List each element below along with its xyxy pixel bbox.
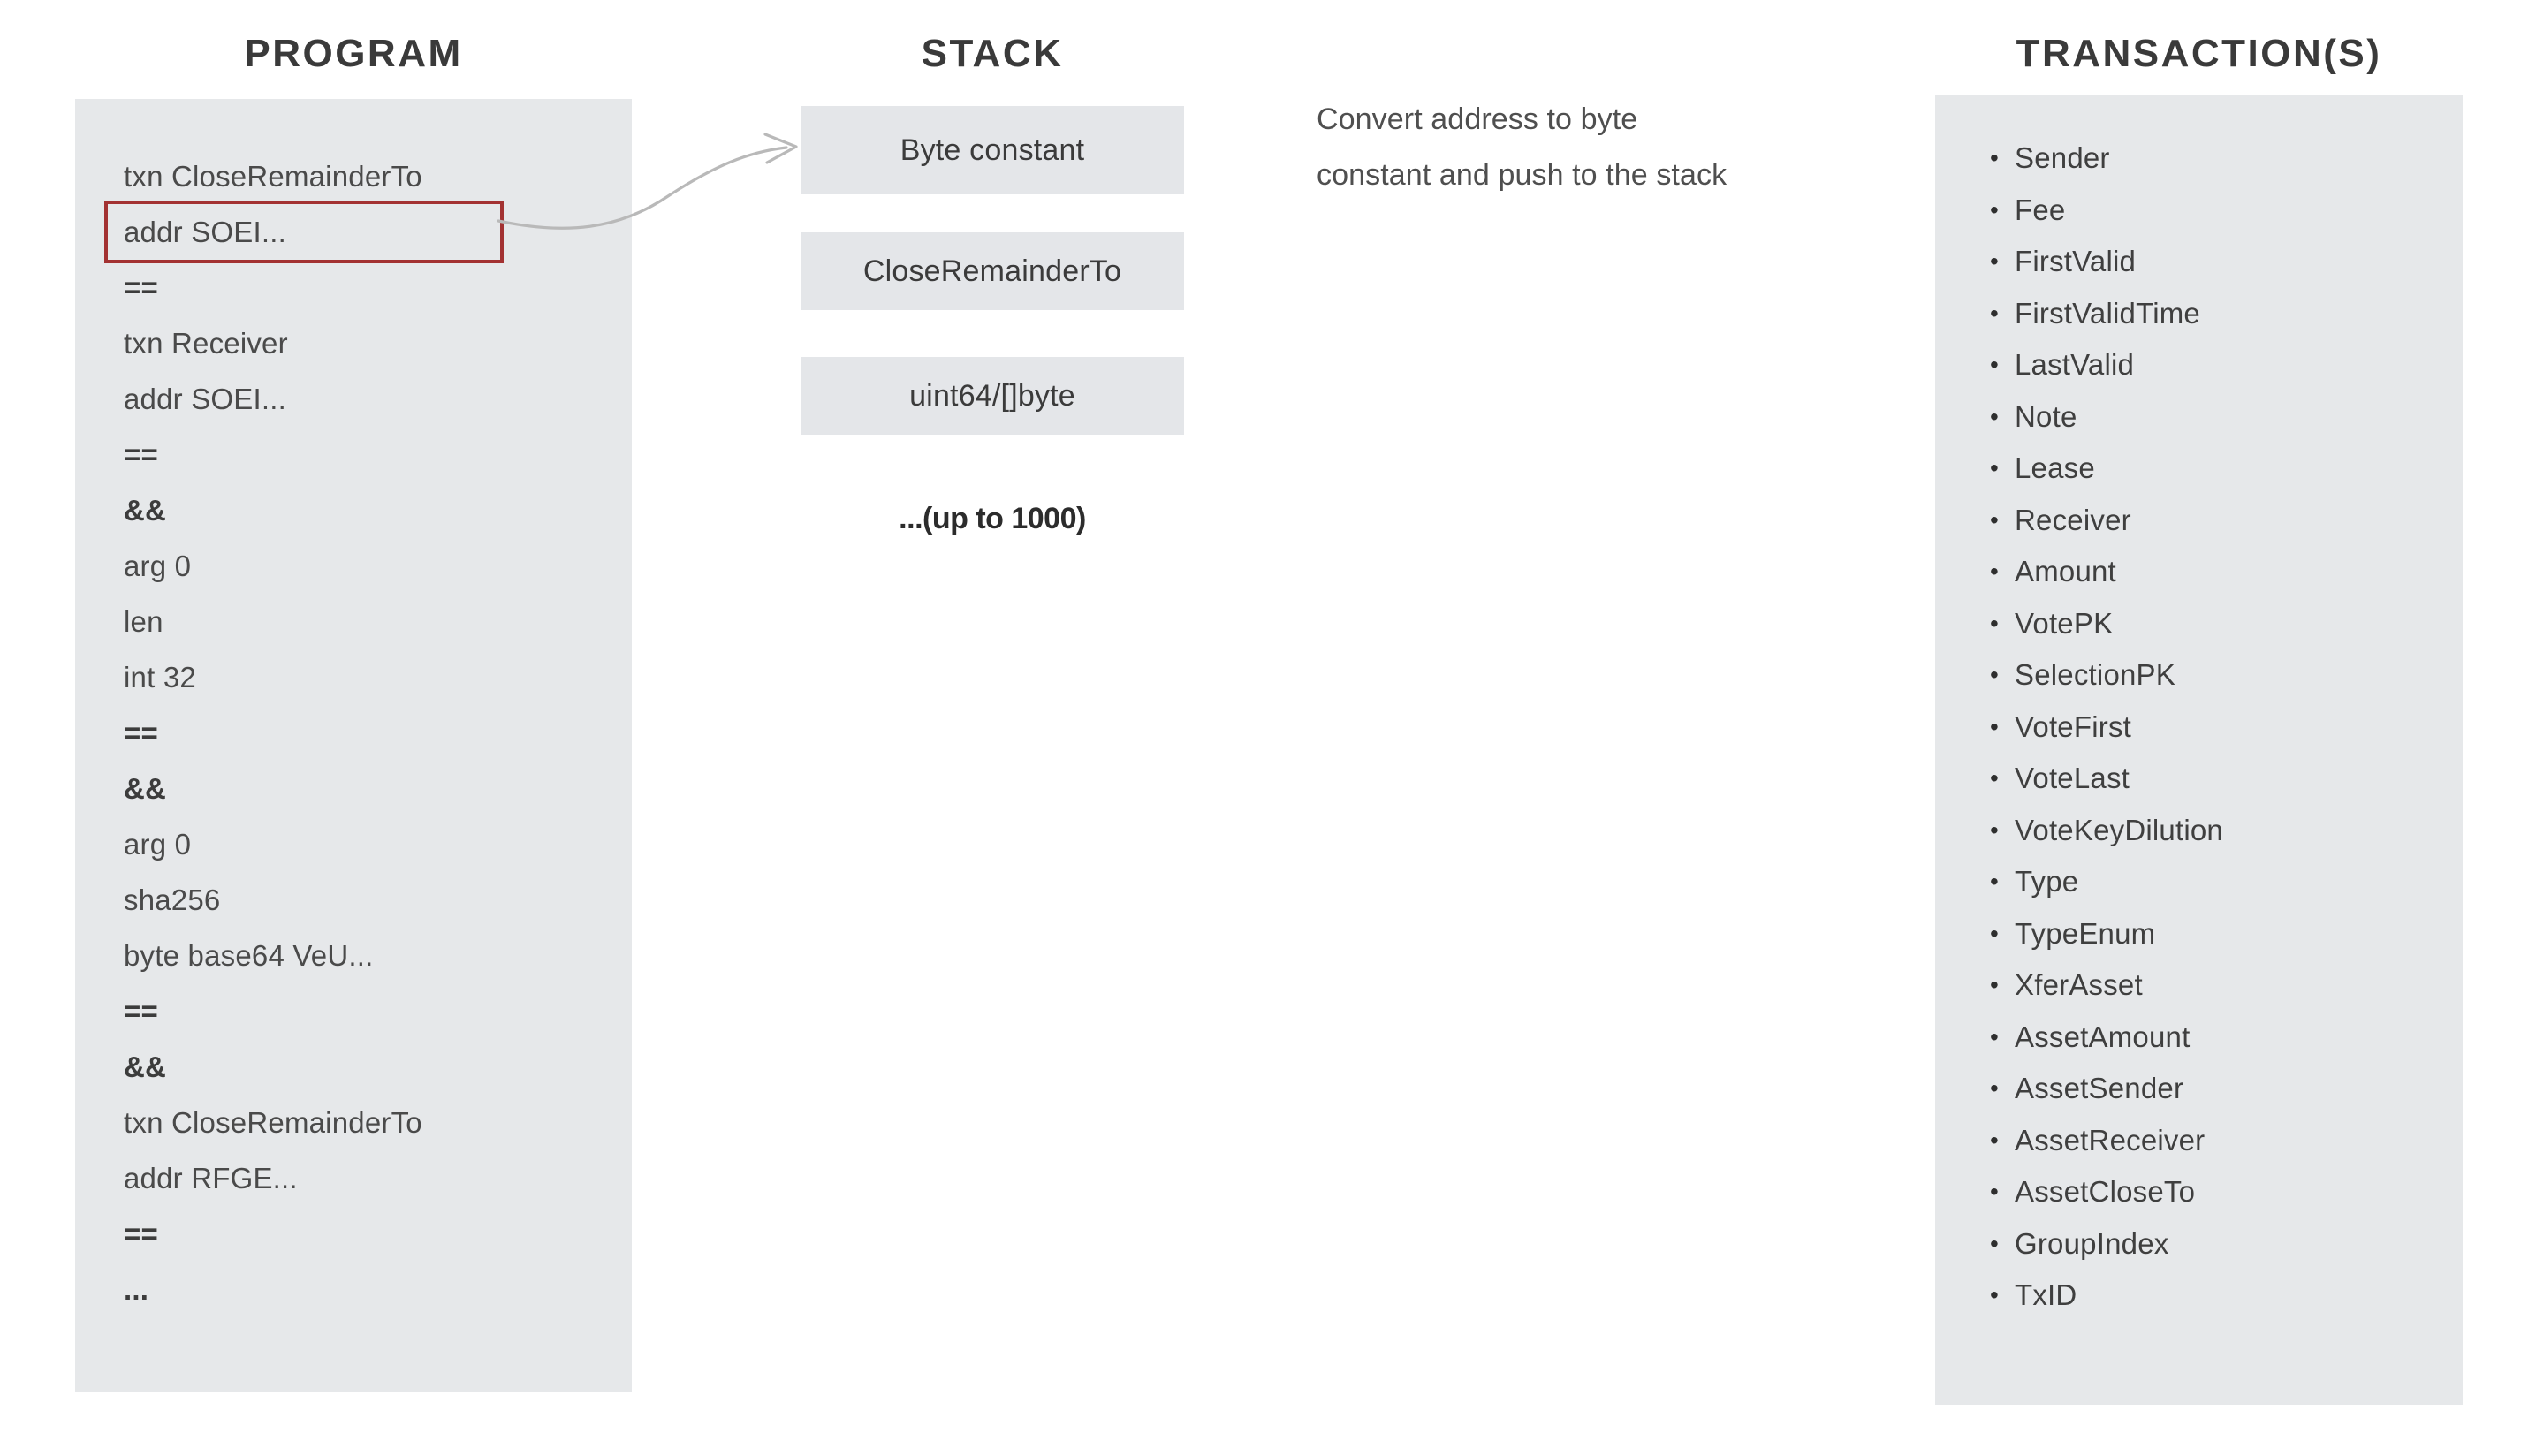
transaction-field-item: AssetCloseTo <box>1990 1166 2449 1218</box>
annotation-line-2: constant and push to the stack <box>1317 158 1727 192</box>
transaction-field-item: Amount <box>1990 546 2449 598</box>
program-line: txn Receiver <box>124 327 288 360</box>
program-line: byte base64 VeU... <box>124 939 374 972</box>
stack-capacity-note: ...(up to 1000) <box>899 502 1086 535</box>
program-line: txn CloseRemainderTo <box>124 160 422 193</box>
transaction-field-item: Lease <box>1990 443 2449 495</box>
program-line: == <box>124 995 158 1028</box>
program-line: addr RFGE... <box>124 1162 298 1194</box>
transaction-field-item: LastValid <box>1990 339 2449 391</box>
program-line: addr SOEI... <box>124 383 286 415</box>
transaction-field-item: Sender <box>1990 133 2449 185</box>
program-line: arg 0 <box>124 550 192 582</box>
program-line: == <box>124 717 158 749</box>
program-line-highlighted: addr SOEI... <box>104 201 504 263</box>
transaction-field-item: AssetAmount <box>1990 1012 2449 1064</box>
stack-cell-byte-constant: Byte constant <box>801 106 1184 194</box>
program-line: ... <box>124 1273 149 1306</box>
program-line: && <box>124 772 167 805</box>
transaction-field-item: TxID <box>1990 1270 2449 1322</box>
program-line: && <box>124 1050 167 1083</box>
transaction-field-item: Receiver <box>1990 495 2449 547</box>
program-line: sha256 <box>124 883 221 916</box>
stack-cell-uint64-byte: uint64/[]byte <box>801 357 1184 435</box>
transaction-field-item: AssetSender <box>1990 1063 2449 1115</box>
transaction-field-item: VoteKeyDilution <box>1990 805 2449 857</box>
transaction-field-item: XferAsset <box>1990 959 2449 1012</box>
transaction-field-item: TypeEnum <box>1990 908 2449 960</box>
transaction-field-item: VoteFirst <box>1990 701 2449 754</box>
transaction-field-item: Type <box>1990 856 2449 908</box>
transactions-column-title: TRANSACTION(S) <box>2016 32 2382 75</box>
program-line: == <box>124 271 158 304</box>
program-line: == <box>124 438 158 471</box>
program-instruction-list: txn CloseRemainderTo addr SOEI... == txn Re… <box>104 148 601 1317</box>
annotation-line-1: Convert address to byte <box>1317 102 1638 136</box>
program-line: == <box>124 1217 158 1250</box>
transaction-field-item: Fee <box>1990 185 2449 237</box>
program-panel <box>75 99 632 1392</box>
transaction-field-item: Note <box>1990 391 2449 444</box>
transaction-fields-list: SenderFeeFirstValidFirstValidTimeLastVal… <box>1990 133 2449 1322</box>
program-line: int 32 <box>124 661 196 694</box>
stack-cell-closeremainderto: CloseRemainderTo <box>801 232 1184 310</box>
program-line: len <box>124 605 163 638</box>
program-column-title: PROGRAM <box>244 32 463 75</box>
transaction-field-item: FirstValid <box>1990 236 2449 288</box>
annotation-text: Convert address to byte constant and pus… <box>1317 92 1811 203</box>
transaction-field-item: VotePK <box>1990 598 2449 650</box>
program-line: txn CloseRemainderTo <box>124 1106 422 1139</box>
transaction-field-item: SelectionPK <box>1990 649 2449 701</box>
program-line: arg 0 <box>124 828 192 861</box>
transaction-field-item: FirstValidTime <box>1990 288 2449 340</box>
program-line: && <box>124 494 167 527</box>
stack-column-title: STACK <box>921 32 1064 75</box>
transaction-field-item: GroupIndex <box>1990 1218 2449 1270</box>
transaction-field-item: AssetReceiver <box>1990 1115 2449 1167</box>
transaction-field-item: VoteLast <box>1990 753 2449 805</box>
